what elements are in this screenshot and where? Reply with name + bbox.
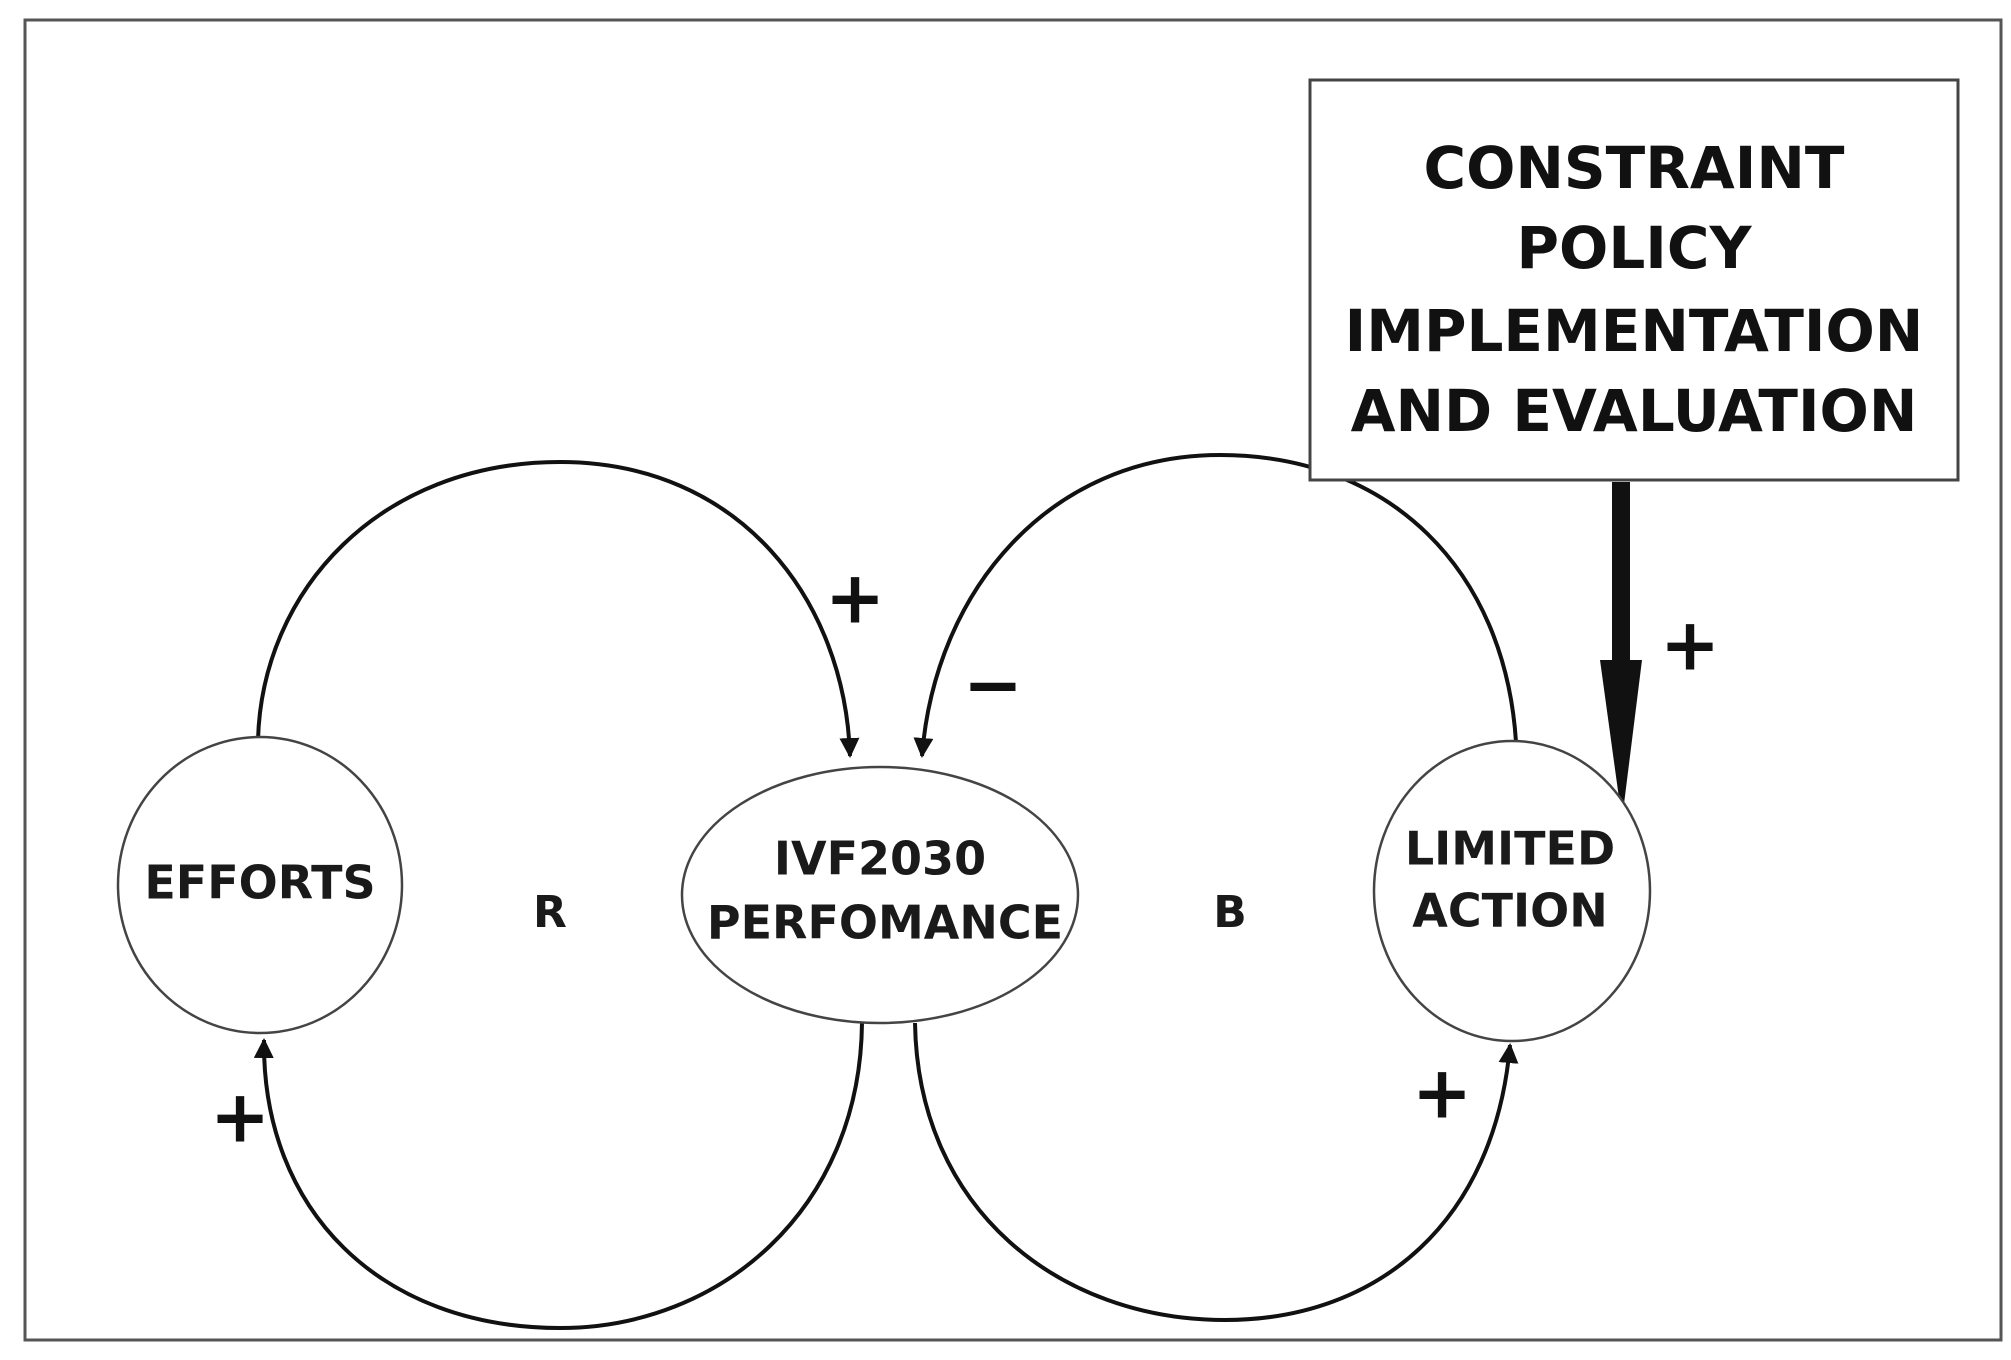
constraint-box — [1308, 78, 1960, 482]
node-performance-label-line1: IVF2030 — [774, 832, 986, 886]
polarity-constraint-to-limited: + — [1660, 603, 1720, 687]
constraint-arrow-shaft — [1612, 482, 1630, 667]
constraint-box-line1: CONSTRAINT — [1424, 134, 1845, 202]
polarity-limited-to-performance: − — [963, 643, 1023, 727]
polarity-efforts-to-performance: + — [825, 556, 885, 640]
constraint-arrow-head — [1600, 660, 1642, 820]
node-limited-action — [1372, 739, 1652, 1043]
loop-label-balancing: B — [1213, 887, 1247, 938]
node-efforts-label: EFFORTS — [144, 856, 375, 910]
node-limited-action-label-line1: LIMITED — [1405, 822, 1615, 876]
constraint-box-line2: POLICY — [1517, 214, 1753, 282]
polarity-performance-to-efforts: + — [210, 1075, 270, 1159]
link-efforts-to-performance — [256, 459, 860, 758]
link-performance-to-efforts — [253, 1022, 864, 1331]
node-performance-label-line2: PERFOMANCE — [707, 896, 1063, 950]
constraint-box-line4: AND EVALUATION — [1351, 377, 1918, 445]
loop-label-reinforcing: R — [533, 887, 567, 938]
node-efforts — [116, 735, 404, 1035]
node-limited-action-label-line2: ACTION — [1412, 884, 1607, 938]
node-performance — [680, 765, 1080, 1025]
link-limited-to-performance — [913, 452, 1518, 758]
constraint-box-line3: IMPLEMENTATION — [1345, 297, 1924, 365]
link-performance-to-limited — [913, 1022, 1519, 1323]
polarity-performance-to-limited: + — [1412, 1051, 1472, 1135]
